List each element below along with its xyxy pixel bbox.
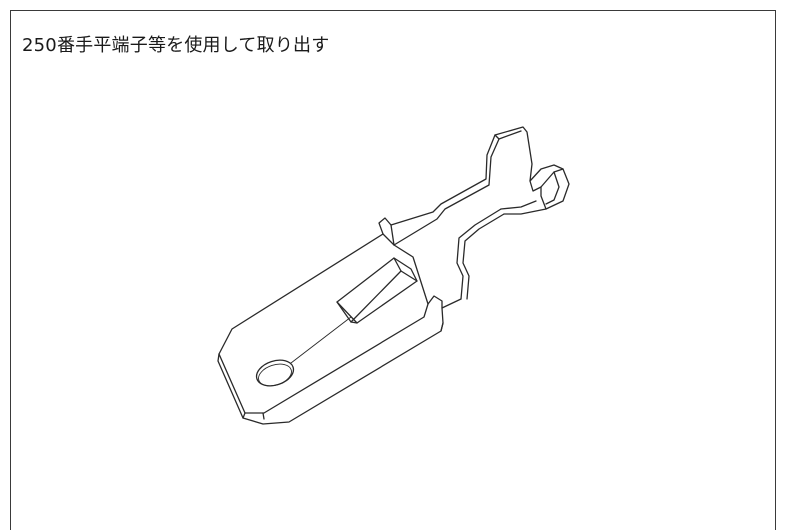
locking-lance (336, 257, 418, 324)
terminal-neck (378, 178, 505, 332)
figure-frame: 250番手平端子等を使用して取り出す (10, 10, 776, 530)
terminal-blade (217, 233, 444, 425)
figure-caption: 250番手平端子等を使用して取り出す (22, 35, 330, 56)
flat-terminal-illustration (217, 126, 570, 425)
wire-barrel (485, 126, 570, 215)
